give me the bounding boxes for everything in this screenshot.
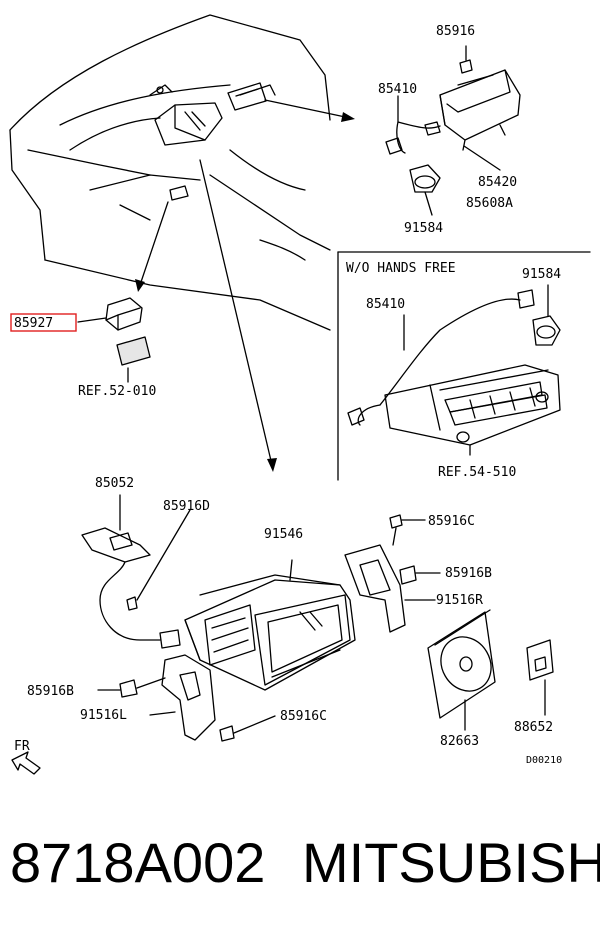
inset-microphone <box>532 284 561 346</box>
main-head-unit <box>184 559 356 691</box>
label-ref54: REF.54-510 <box>438 465 516 480</box>
label-85410-top: 85410 <box>378 82 417 97</box>
label-85608A: 85608A <box>466 196 513 211</box>
part-85927 <box>77 297 143 331</box>
leader-85420 <box>463 145 501 171</box>
label-85410-inset: 85410 <box>366 297 405 312</box>
antenna-85052 <box>81 494 181 649</box>
label-82663: 82663 <box>440 734 479 749</box>
label-85420: 85420 <box>478 175 517 190</box>
harness-85410-top <box>385 95 441 155</box>
label-85052: 85052 <box>95 476 134 491</box>
caption: 8718A002 MITSUBISHI <box>0 820 600 930</box>
inset-harness <box>347 289 535 426</box>
brand-name: MITSUBISHI <box>302 831 600 894</box>
highlight-box <box>10 313 77 332</box>
dash-head-unit <box>149 84 223 146</box>
leader-arrows <box>139 99 351 466</box>
inset-title: W/O HANDS FREE <box>346 261 456 276</box>
label-fr: FR <box>14 739 30 754</box>
label-85916D: 85916D <box>163 499 210 514</box>
screw-85916D <box>126 509 191 611</box>
part-85927-plate <box>116 336 151 383</box>
bracket-91516R <box>344 544 436 633</box>
drawing-id: D00210 <box>526 755 562 766</box>
label-85916C-bottom: 85916C <box>280 709 327 724</box>
arrow-heads <box>135 112 355 472</box>
screw-85916C-top <box>389 514 426 546</box>
inset-radio <box>384 364 561 446</box>
hands-free-module <box>439 69 521 151</box>
part-number: 8718A002 <box>10 831 266 894</box>
label-85916B-left: 85916B <box>27 684 74 699</box>
cd-82663 <box>427 609 496 731</box>
screw-85916C-bottom <box>219 715 276 742</box>
label-91546: 91546 <box>264 527 303 542</box>
inset-box <box>337 251 591 481</box>
label-88652: 88652 <box>514 720 553 735</box>
label-91516R: 91516R <box>436 593 483 608</box>
label-91584-inset: 91584 <box>522 267 561 282</box>
screw-85916-top <box>459 45 473 74</box>
label-85916C-top: 85916C <box>428 514 475 529</box>
label-91516L: 91516L <box>80 708 127 723</box>
front-direction-arrow <box>11 751 41 775</box>
label-85927: 85927 <box>14 316 53 331</box>
dash-bracket <box>227 82 267 111</box>
parts-diagram: 85916 85410 85420 85608A 91584 85927 REF… <box>9 14 591 775</box>
label-85916-top: 85916 <box>436 24 475 39</box>
label-85916B-right: 85916B <box>445 566 492 581</box>
screw-85916B-left <box>97 677 166 698</box>
sdcard-88652 <box>526 639 554 716</box>
label-91584-top: 91584 <box>404 221 443 236</box>
label-ref52: REF.52-010 <box>78 384 156 399</box>
dash-connector <box>169 185 189 201</box>
microphone-91584-top <box>409 164 441 216</box>
dashboard-outline <box>9 14 331 331</box>
screw-85916B-right <box>399 565 441 585</box>
bracket-91516L <box>149 654 216 741</box>
